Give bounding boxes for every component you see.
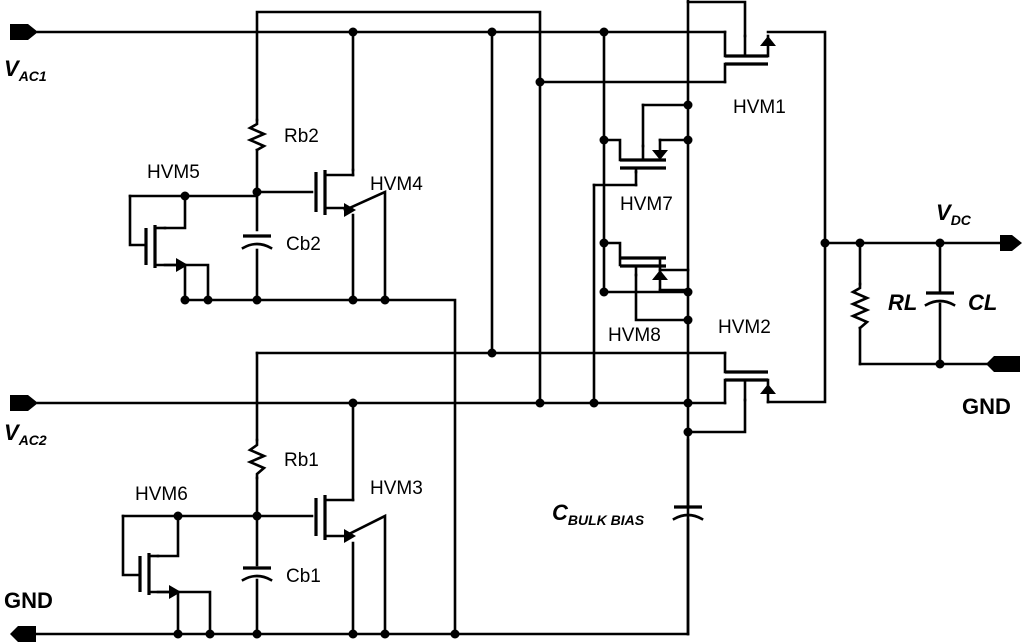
cbulk-label: CBULK BIAS bbox=[552, 500, 645, 528]
transistor-hvm3 bbox=[314, 495, 356, 543]
cb2-label: Cb2 bbox=[286, 234, 321, 255]
resistor-rb1 bbox=[246, 438, 268, 480]
capacitor-cl bbox=[924, 291, 956, 307]
vac1-label: VAC1 bbox=[4, 56, 47, 84]
vac2-terminal bbox=[10, 395, 38, 411]
hvm4-label: HVM4 bbox=[370, 174, 423, 195]
gnd-left-label: GND bbox=[4, 588, 53, 613]
transistor-hvm8 bbox=[620, 256, 668, 292]
resistor-rl bbox=[849, 282, 871, 330]
gnd-right-label: GND bbox=[962, 394, 1011, 419]
transistor-hvm6 bbox=[138, 553, 181, 599]
vdc-terminal bbox=[1000, 235, 1022, 251]
transistor-hvm1 bbox=[723, 30, 776, 84]
hvm1-label: HVM1 bbox=[733, 97, 786, 118]
hvm8-label: HVM8 bbox=[608, 325, 661, 346]
transistor-hvm2 bbox=[723, 351, 776, 405]
hvm3-label: HVM3 bbox=[370, 478, 423, 499]
junction-dots bbox=[173, 27, 945, 639]
capacitor-cbulk bbox=[672, 505, 704, 521]
hvm2-label: HVM2 bbox=[718, 317, 771, 338]
hvm7-label: HVM7 bbox=[620, 194, 673, 215]
hvm6-label: HVM6 bbox=[135, 484, 188, 505]
rb1-label: Rb1 bbox=[284, 450, 319, 471]
resistor-rb2 bbox=[246, 118, 268, 152]
gnd-left-terminal bbox=[10, 626, 36, 642]
gnd-right-terminal bbox=[986, 356, 1020, 372]
transistor-hvm7 bbox=[620, 144, 668, 174]
capacitor-cb1 bbox=[241, 566, 273, 582]
cb1-label: Cb1 bbox=[286, 566, 321, 587]
vac1-terminal bbox=[10, 24, 38, 40]
transistor-hvm5 bbox=[144, 225, 188, 272]
hvm5-label: HVM5 bbox=[147, 162, 200, 183]
vdc-label: VDC bbox=[936, 200, 972, 228]
cl-label: CL bbox=[968, 290, 997, 315]
rl-label: RL bbox=[888, 290, 917, 315]
transistor-hvm4 bbox=[314, 168, 356, 217]
rb2-label: Rb2 bbox=[284, 126, 319, 147]
vac2-label: VAC2 bbox=[4, 420, 47, 448]
capacitor-cb2 bbox=[241, 234, 273, 250]
